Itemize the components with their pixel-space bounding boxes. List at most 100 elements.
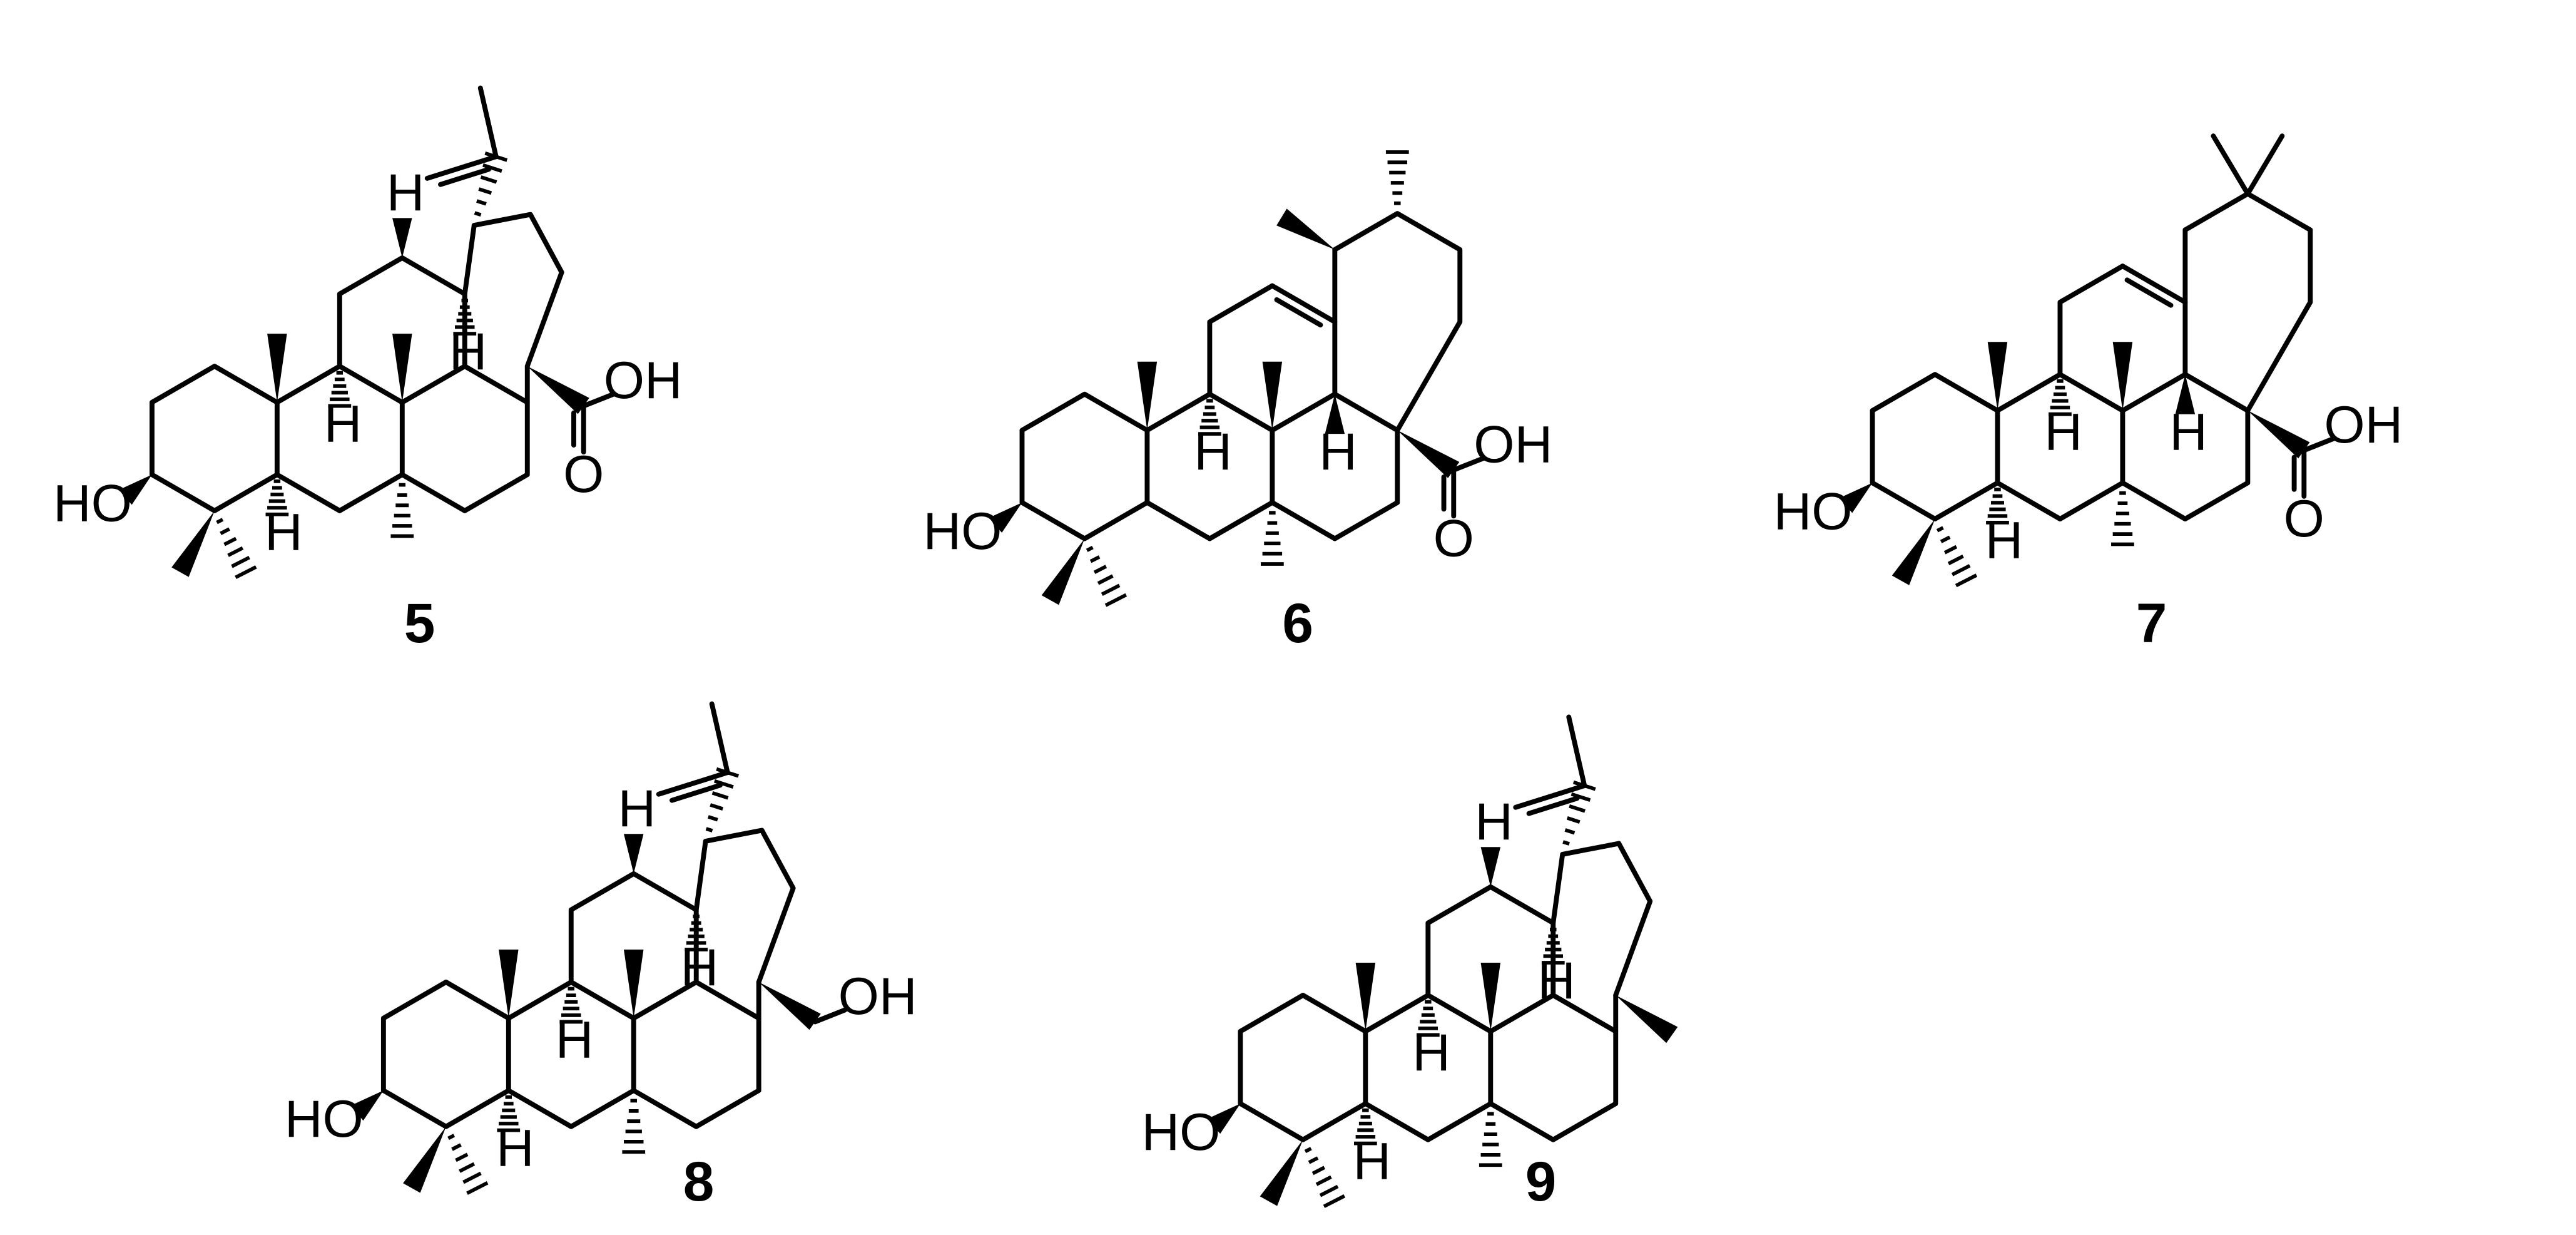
hydrogen-label: H xyxy=(681,938,719,997)
isopropenyl-methyl-bond xyxy=(1566,714,1587,789)
ring-b xyxy=(1144,391,1275,541)
ring-e xyxy=(2182,191,2313,413)
compound-number: 7 xyxy=(2136,592,2167,654)
hydroxyl-label: OH xyxy=(2324,395,2403,454)
c8-methyl-wedge xyxy=(624,950,644,1018)
ring-e xyxy=(462,212,564,369)
c4-methyl-hash xyxy=(1304,1147,1346,1208)
ring-d xyxy=(1488,993,1619,1142)
carboxyl-c-oh xyxy=(1451,456,1486,473)
c19-methyl-wedge xyxy=(1276,208,1335,250)
hydrogen-label: H xyxy=(1319,422,1357,481)
c20-methyl-bond xyxy=(2211,133,2251,197)
c12-c13-double-bond xyxy=(1274,297,1323,328)
ring-c xyxy=(1207,283,1338,433)
compound-number: 6 xyxy=(1282,592,1313,654)
vinylidene-bond xyxy=(1513,783,1587,810)
c4-methyl-hash xyxy=(216,518,257,579)
ring-d xyxy=(399,364,530,513)
c5-h-hash xyxy=(1353,1108,1377,1145)
c28-carboxyl-wedge xyxy=(2248,410,2310,459)
isopropenyl-methyl-bond xyxy=(477,85,499,160)
c9-h-hash xyxy=(559,986,583,1024)
c28-carboxyl-wedge xyxy=(527,366,589,414)
hydroxyl-label: HO xyxy=(53,473,132,532)
hydrogen-label: H xyxy=(1353,1131,1392,1190)
vinylidene-double-bond xyxy=(438,167,491,187)
c3-oh-wedge xyxy=(1207,1104,1241,1134)
hydrogen-label: H xyxy=(1537,951,1576,1010)
vinylidene-bond xyxy=(656,770,730,797)
c4-methyl-hash xyxy=(1086,545,1128,607)
hydrogen-label: H xyxy=(324,394,362,453)
c9-h-hash xyxy=(1198,399,1221,436)
ring-c xyxy=(1425,884,1556,1034)
carboxyl-c-oh xyxy=(2301,436,2337,453)
oxygen-label: O xyxy=(1433,509,1474,568)
c20-methyl-bond xyxy=(2245,133,2285,197)
c20-methyl-hash xyxy=(1385,150,1409,205)
hydrogen-label: H xyxy=(2044,402,2082,461)
hydroxyl-label: HO xyxy=(285,1089,364,1148)
isopropenyl-methyl-bond xyxy=(709,701,730,776)
c8-methyl-wedge xyxy=(1262,361,1283,431)
ring-e xyxy=(1332,211,1463,433)
c4-methyl-hash xyxy=(1936,526,1978,588)
c4-methyl-wedge xyxy=(403,1126,446,1193)
hydrogen-label: H xyxy=(1475,792,1513,851)
vinylidene-double-bond xyxy=(1526,796,1580,816)
hydroxyl-label: OH xyxy=(838,966,917,1025)
hydrogen-label: H xyxy=(2169,402,2207,461)
c13-h-wedge xyxy=(392,218,412,258)
c4-methyl-wedge xyxy=(1260,1139,1303,1206)
c14-methyl-hash xyxy=(2111,491,2134,546)
ring-b xyxy=(274,364,405,513)
hydrogen-label: H xyxy=(618,779,656,838)
c10-methyl-wedge xyxy=(1137,361,1158,431)
ring-b xyxy=(1363,993,1494,1142)
c18-h-hash xyxy=(1541,928,1565,965)
hydroxyl-label: HO xyxy=(924,501,1002,560)
ring-c xyxy=(568,871,699,1021)
c10-methyl-wedge xyxy=(1987,342,2008,411)
hydrogen-label: H xyxy=(1412,1023,1450,1082)
c14-methyl-hash xyxy=(622,1099,646,1154)
ring-a xyxy=(1870,372,2000,522)
c8-methyl-wedge xyxy=(392,334,412,402)
oxygen-label: O xyxy=(2284,489,2324,548)
c3-oh-wedge xyxy=(989,502,1022,533)
compound-number: 5 xyxy=(404,592,435,654)
c14-methyl-hash xyxy=(1260,511,1284,566)
hydrogen-label: H xyxy=(556,1010,594,1068)
c12-c13-double-bond xyxy=(2124,277,2174,308)
c4-methyl-wedge xyxy=(1891,519,1935,585)
c10-methyl-wedge xyxy=(1355,962,1376,1032)
ring-c xyxy=(2057,264,2188,413)
ring-b xyxy=(506,980,636,1129)
c9-h-hash xyxy=(1416,1000,1440,1037)
c13-h-wedge xyxy=(1480,847,1501,887)
ring-a xyxy=(1019,391,1150,541)
hydroxyl-label: OH xyxy=(1474,414,1552,473)
c28-methyl-wedge xyxy=(1616,995,1678,1043)
vinylidene-double-bond xyxy=(669,782,723,803)
hydrogen-label: H xyxy=(1985,511,2024,570)
hydrogen-label: H xyxy=(265,503,303,561)
c14-methyl-hash xyxy=(390,483,414,538)
c5-h-hash xyxy=(265,479,289,516)
c5-h-hash xyxy=(1986,488,2009,525)
c10-methyl-wedge xyxy=(499,950,519,1018)
hydrogen-label: H xyxy=(496,1118,534,1177)
ring-e xyxy=(1550,841,1653,998)
c13-h-wedge xyxy=(624,834,644,874)
ring-a xyxy=(1238,993,1368,1142)
c28-methylene-wedge xyxy=(758,981,821,1030)
ring-e xyxy=(693,828,796,985)
c4-methyl-hash xyxy=(447,1134,489,1195)
c18-h-hash xyxy=(453,299,477,336)
ring-a xyxy=(149,364,280,513)
hydrogen-label: H xyxy=(387,163,425,222)
hydroxyl-label: HO xyxy=(1774,481,1853,540)
c8-methyl-wedge xyxy=(2112,342,2133,411)
